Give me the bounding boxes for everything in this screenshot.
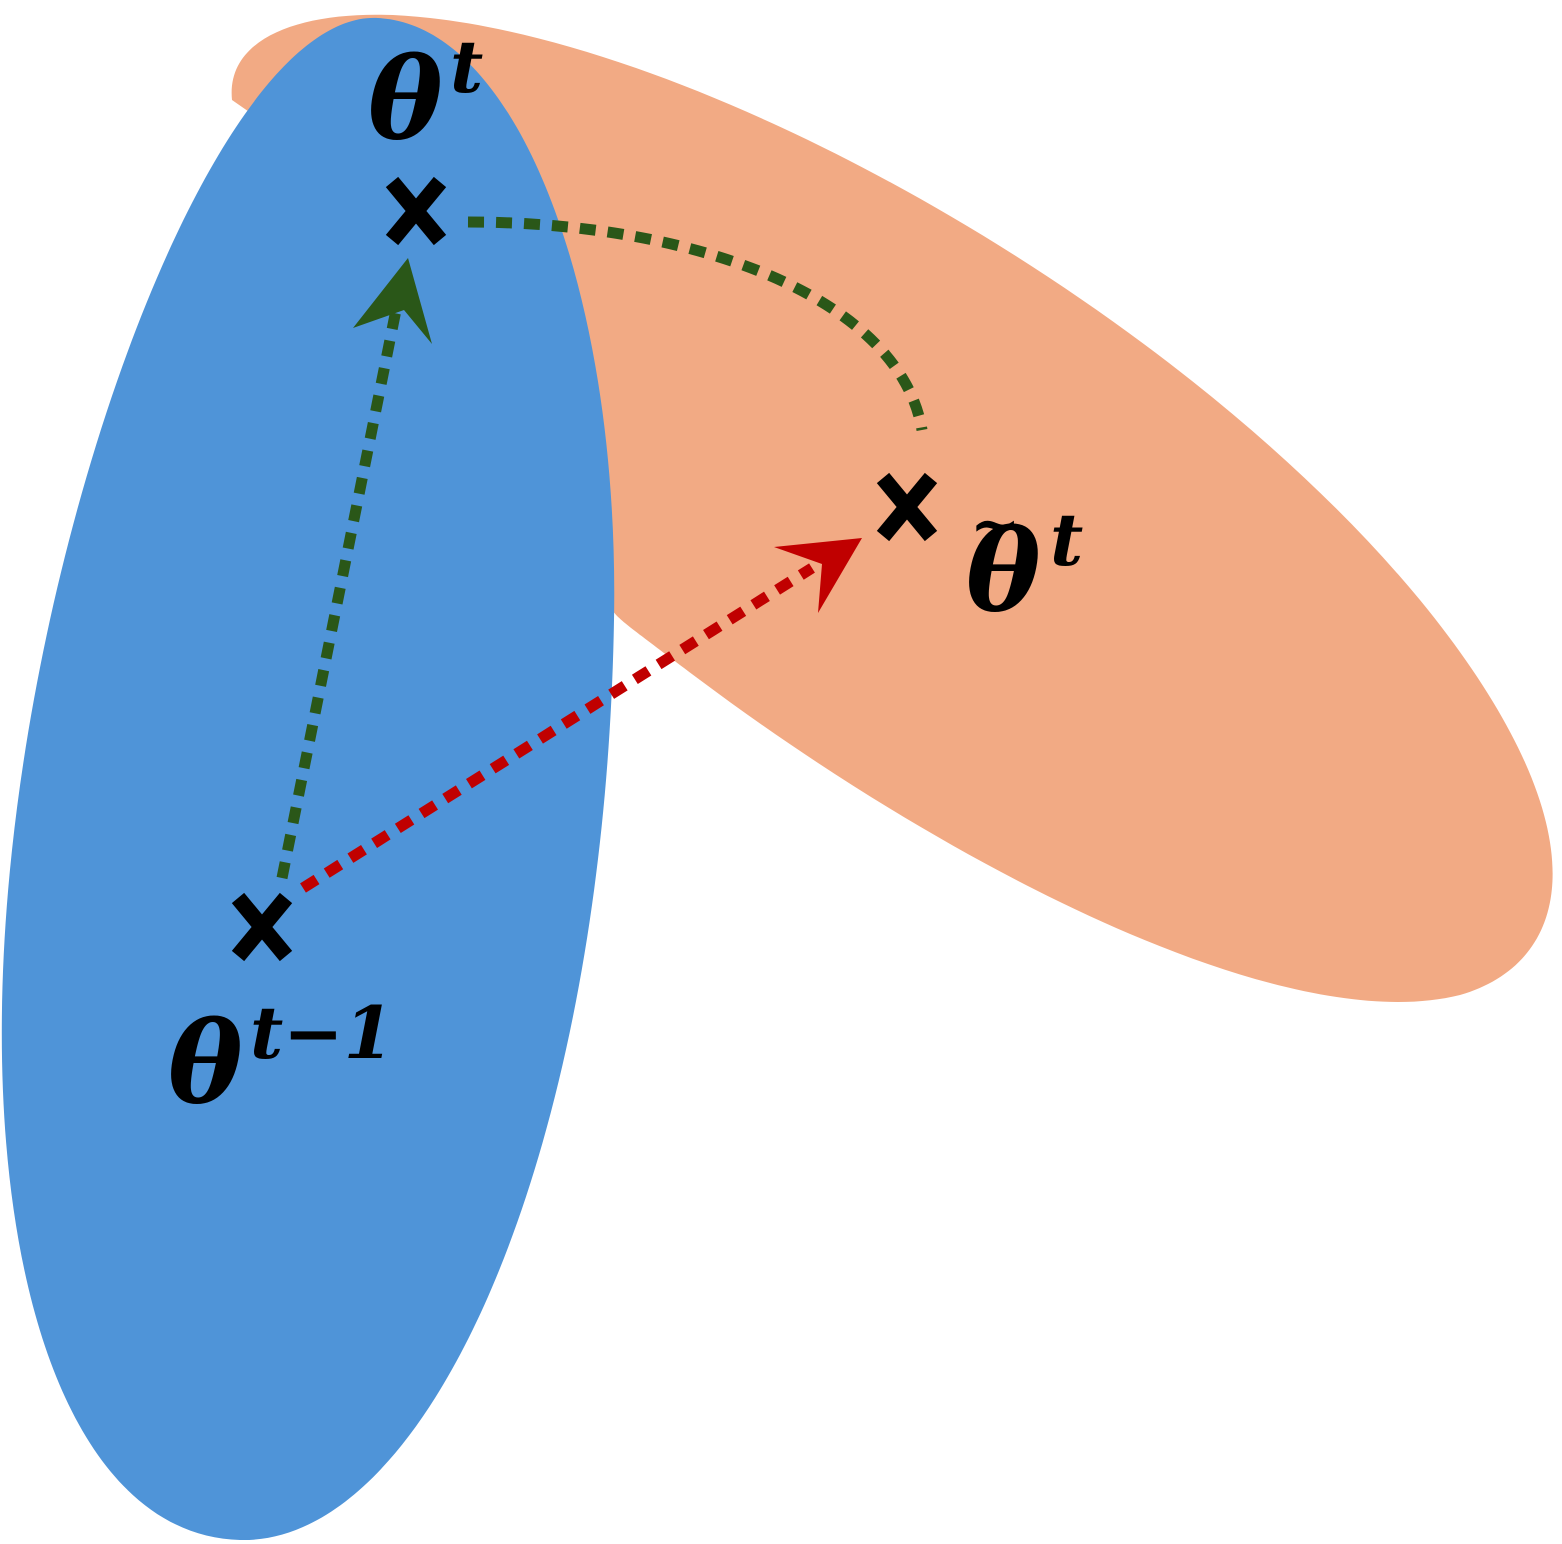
red-arrowhead [774, 538, 862, 613]
green-arrowhead [353, 258, 432, 344]
label-theta-prev: θ t−1 [168, 990, 394, 1129]
green-arc [467, 216, 928, 431]
label-theta-tilde: ~ [970, 490, 1020, 560]
marker-theta-prev [231, 892, 293, 962]
marker-theta-tilde [876, 472, 938, 542]
green-path-up [276, 298, 404, 880]
marker-theta-t [385, 176, 447, 246]
blue-region [1, 17, 615, 1541]
label-theta-t: θ t [368, 24, 483, 165]
label-theta-tilde-main: θ t [966, 497, 1083, 637]
